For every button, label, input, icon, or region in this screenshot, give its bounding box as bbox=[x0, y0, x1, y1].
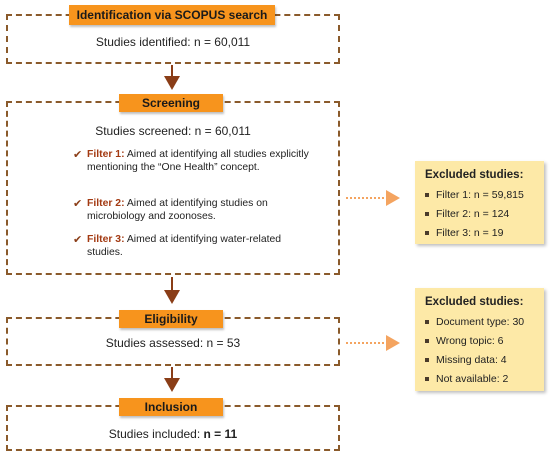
checkmark-icon: ✔ bbox=[73, 234, 83, 246]
excluded-item: Filter 1: n = 59,815 bbox=[425, 186, 534, 205]
filter-name: Filter 2: bbox=[87, 198, 125, 209]
excluded-item: Filter 3: n = 19 bbox=[425, 224, 534, 243]
inclusion-count: Studies included: n = 11 bbox=[6, 427, 340, 441]
excluded-title: Excluded studies: bbox=[425, 169, 524, 181]
bullet-icon bbox=[425, 193, 429, 198]
filter-description: Aimed at identifying water-related studi… bbox=[87, 234, 282, 258]
filter-item: ✔ Filter 1: Aimed at identifying all stu… bbox=[73, 149, 313, 174]
identification-count: Studies identified: n = 60,011 bbox=[95, 35, 251, 49]
bullet-icon bbox=[425, 358, 429, 363]
filter-description: Aimed at identifying all studies explici… bbox=[87, 149, 309, 173]
excluded-eligibility-box: Excluded studies: Document type: 30 Wron… bbox=[415, 288, 544, 391]
inclusion-label: Inclusion bbox=[119, 398, 223, 416]
filter-description: Aimed at identifying studies on microbio… bbox=[87, 198, 268, 222]
bullet-icon bbox=[425, 339, 429, 344]
excluded-title: Excluded studies: bbox=[425, 296, 524, 308]
inclusion-count-prefix: Studies included: bbox=[108, 427, 204, 441]
bullet-icon bbox=[425, 212, 429, 217]
excluded-item: Missing data: 4 bbox=[425, 351, 534, 370]
excluded-item: Not available: 2 bbox=[425, 370, 534, 389]
inclusion-count-value: n = 11 bbox=[203, 427, 238, 441]
filter-item: ✔ Filter 3: Aimed at identifying water-r… bbox=[73, 234, 313, 259]
identification-label: Identification via SCOPUS search bbox=[69, 5, 275, 25]
filter-name: Filter 1: bbox=[87, 149, 125, 160]
bullet-icon bbox=[425, 320, 429, 325]
screening-count: Studies screened: n = 60,011 bbox=[95, 124, 251, 138]
excluded-item: Filter 2: n = 124 bbox=[425, 205, 534, 224]
eligibility-label: Eligibility bbox=[119, 310, 223, 328]
excluded-item: Wrong topic: 6 bbox=[425, 332, 534, 351]
filter-name: Filter 3: bbox=[87, 234, 125, 245]
checkmark-icon: ✔ bbox=[73, 198, 83, 210]
bullet-icon bbox=[425, 231, 429, 236]
bullet-icon bbox=[425, 377, 429, 382]
eligibility-count: Studies assessed: n = 53 bbox=[105, 336, 241, 350]
checkmark-icon: ✔ bbox=[73, 149, 83, 161]
excluded-screening-box: Excluded studies: Filter 1: n = 59,815 F… bbox=[415, 161, 544, 244]
filter-item: ✔ Filter 2: Aimed at identifying studies… bbox=[73, 198, 313, 223]
excluded-item: Document type: 30 bbox=[425, 313, 534, 332]
screening-box bbox=[6, 101, 340, 275]
screening-label: Screening bbox=[119, 94, 223, 112]
